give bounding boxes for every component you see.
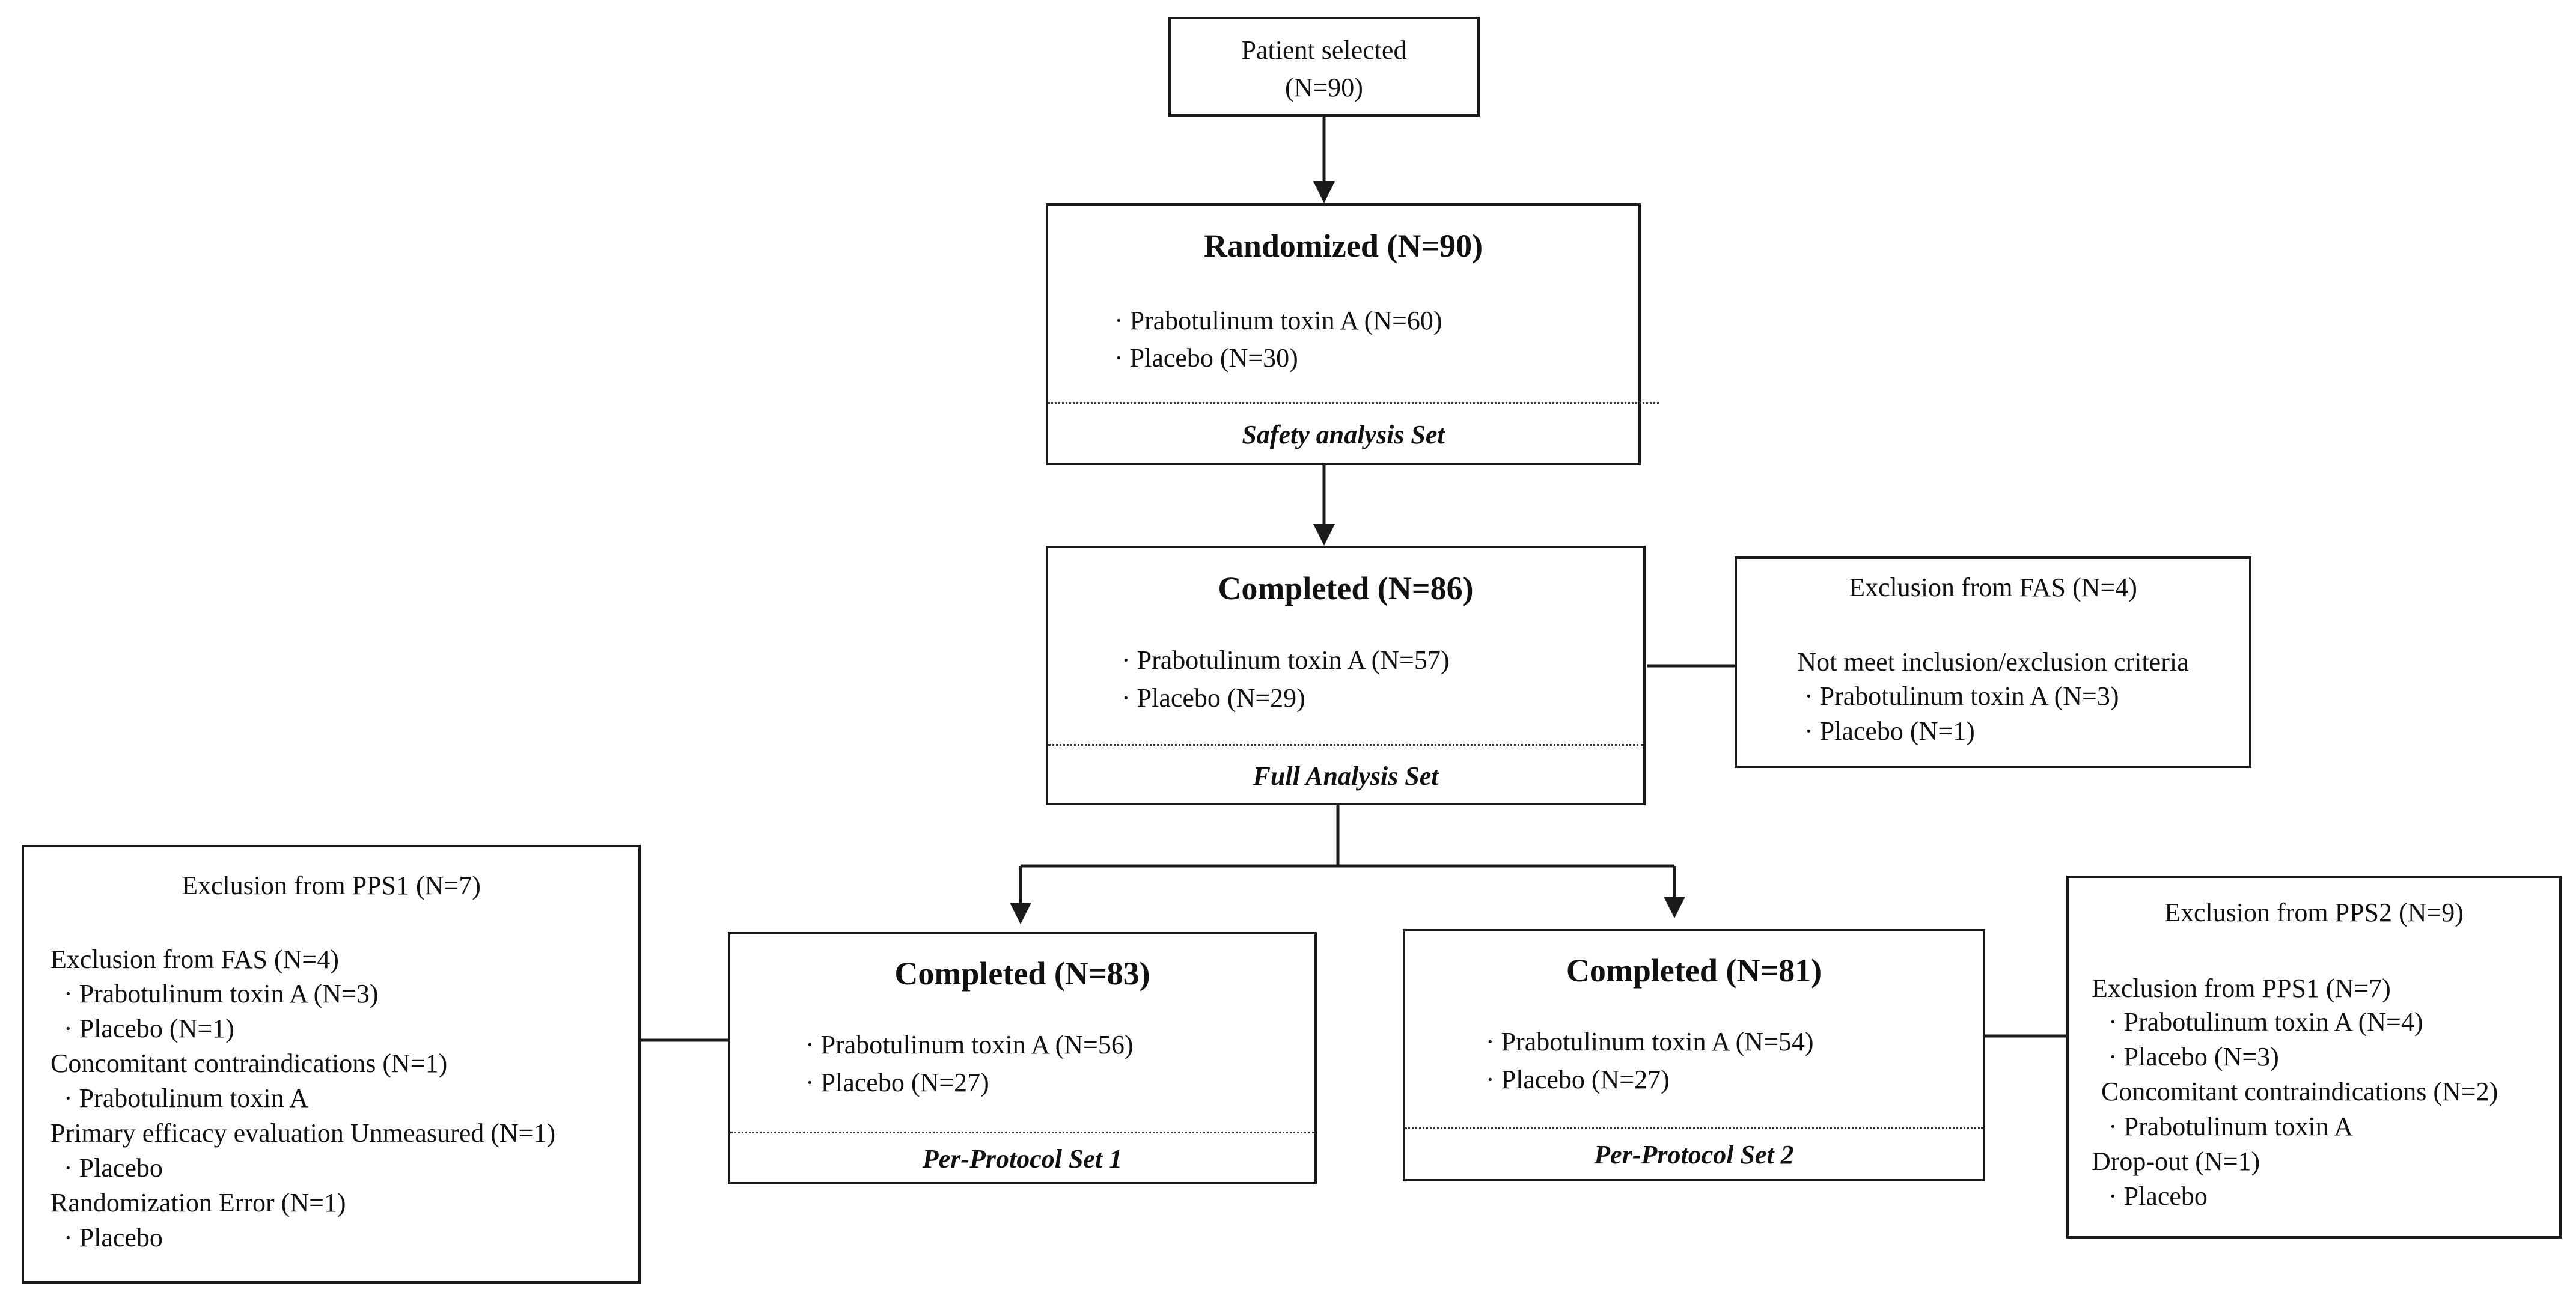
exclusion-fas-reason: Not meet inclusion/exclusion criteria: [1797, 647, 2189, 677]
per-protocol-set-2-label: Per-Protocol Set 2: [1594, 1140, 1794, 1169]
completed-pps2-item-toxin: · Prabotulinum toxin A (N=54): [1486, 1027, 1814, 1056]
divider: [1048, 402, 1659, 404]
per-protocol-set-1-label: Per-Protocol Set 1: [922, 1144, 1123, 1174]
completed-fas-title: Completed (N=86): [1218, 570, 1474, 606]
exclusion-fas-toxin: · Prabotulinum toxin A (N=3): [1804, 681, 2119, 711]
exclusion-pps1-line: Primary efficacy evaluation Unmeasured (…: [50, 1118, 556, 1148]
randomized-item-placebo: · Placebo (N=30): [1114, 343, 1298, 373]
arrowhead: [1010, 903, 1031, 924]
completed-fas-item-toxin: · Prabotulinum toxin A (N=57): [1122, 645, 1450, 675]
exclusion-pps2-line: · Prabotulinum toxin A (N=4): [2108, 1007, 2423, 1037]
completed-pps1-title: Completed (N=83): [894, 955, 1150, 992]
arrowhead: [1664, 897, 1685, 918]
exclusion-fas-title: Exclusion from FAS (N=4): [1849, 573, 2137, 602]
exclusion-pps1-box: Exclusion from PPS1 (N=7) Exclusion from…: [22, 845, 641, 1284]
exclusion-pps1-line: · Placebo: [64, 1153, 163, 1183]
completed-pps1-item-placebo: · Placebo (N=27): [805, 1068, 989, 1097]
completed-pps1-item-toxin: · Prabotulinum toxin A (N=56): [805, 1030, 1134, 1059]
divider: [1048, 744, 1643, 746]
exclusion-pps2-line: · Prabotulinum toxin A: [2108, 1112, 2353, 1141]
completed-pps2-title: Completed (N=81): [1566, 952, 1822, 989]
completed-pps1-box: Completed (N=83) · Prabotulinum toxin A …: [728, 932, 1317, 1184]
exclusion-pps2-line: · Placebo: [2108, 1181, 2208, 1211]
randomized-item-toxin: · Prabotulinum toxin A (N=60): [1114, 306, 1442, 335]
randomized-title: Randomized (N=90): [1203, 228, 1483, 264]
full-analysis-set-label: Full Analysis Set: [1253, 761, 1439, 791]
exclusion-pps2-line: Drop-out (N=1): [2092, 1147, 2260, 1176]
exclusion-pps1-line: · Placebo: [64, 1223, 163, 1252]
exclusion-pps1-line: · Prabotulinum toxin A (N=3): [64, 979, 379, 1008]
completed-fas-item-placebo: · Placebo (N=29): [1122, 683, 1305, 713]
arrowhead: [1313, 181, 1335, 203]
exclusion-pps1-line: · Placebo (N=1): [64, 1014, 234, 1043]
divider: [1405, 1127, 1983, 1129]
randomized-box: Randomized (N=90) · Prabotulinum toxin A…: [1046, 203, 1659, 465]
patient-selected-count: (N=90): [1285, 73, 1363, 102]
exclusion-pps2-box: Exclusion from PPS2 (N=9) Exclusion from…: [2066, 876, 2562, 1239]
exclusion-pps2-title: Exclusion from PPS2 (N=9): [2164, 898, 2464, 927]
completed-pps2-item-placebo: · Placebo (N=27): [1486, 1065, 1670, 1094]
exclusion-pps2-line: Exclusion from PPS1 (N=7): [2092, 973, 2391, 1003]
exclusion-pps1-title: Exclusion from PPS1 (N=7): [182, 871, 481, 900]
patient-selected-label: Patient selected: [1241, 35, 1407, 65]
safety-analysis-set-label: Safety analysis Set: [1242, 420, 1445, 449]
exclusion-pps1-line: Concomitant contraindications (N=1): [50, 1049, 448, 1078]
exclusion-pps1-line: Exclusion from FAS (N=4): [50, 945, 339, 974]
patient-selected-box: Patient selected (N=90): [1168, 17, 1480, 117]
completed-pps2-box: Completed (N=81) · Prabotulinum toxin A …: [1403, 929, 1985, 1181]
exclusion-pps1-line: Randomization Error (N=1): [50, 1188, 346, 1217]
exclusion-pps2-line: · Placebo (N=3): [2108, 1042, 2279, 1071]
divider: [730, 1132, 1314, 1133]
exclusion-pps2-line: Concomitant contraindications (N=2): [2101, 1077, 2498, 1106]
exclusion-fas-box: Exclusion from FAS (N=4) Not meet inclus…: [1735, 556, 2251, 768]
exclusion-fas-placebo: · Placebo (N=1): [1804, 716, 1975, 746]
arrowhead: [1313, 524, 1335, 546]
completed-fas-box: Completed (N=86) · Prabotulinum toxin A …: [1046, 546, 1646, 805]
exclusion-pps1-line: · Prabotulinum toxin A: [64, 1083, 308, 1113]
